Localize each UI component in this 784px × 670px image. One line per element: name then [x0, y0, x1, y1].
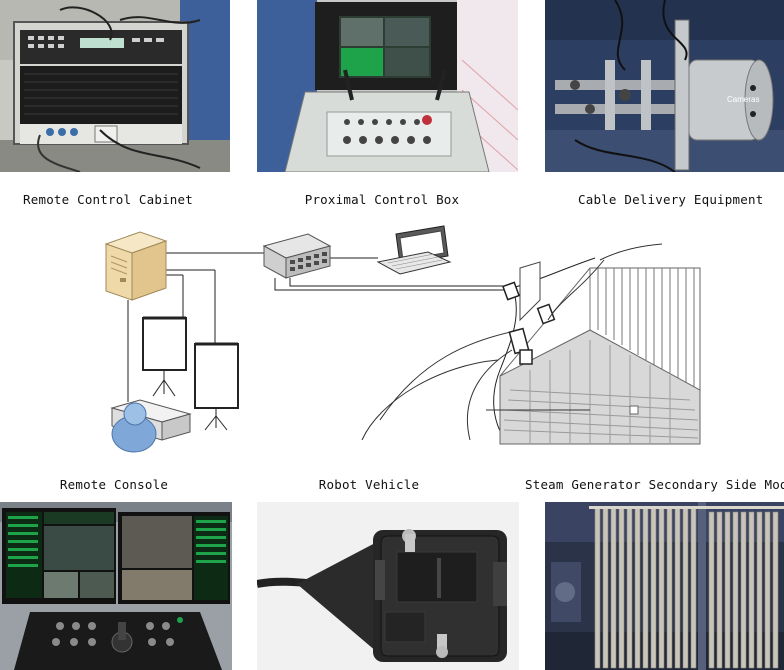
caption-remote-control-cabinet: Remote Control Cabinet [23, 192, 193, 207]
remote-control-cabinet-photo [0, 0, 230, 172]
server-tower-icon [104, 231, 168, 301]
projection-screen-left-icon [142, 316, 187, 397]
remote-console-photo [0, 502, 232, 670]
steam-generator-tube-bundle-drawing [361, 243, 701, 445]
projection-screen-right-icon [194, 342, 239, 431]
caption-proximal-control-box: Proximal Control Box [304, 192, 460, 207]
caption-cable-delivery-equipment: Cable Delivery Equipment [578, 192, 764, 207]
caption-steam-generator-secondary-side-model: Steam Generator Secondary Side Model [525, 477, 784, 492]
caption-remote-console: Remote Console [59, 477, 169, 492]
user-avatar-icon [111, 402, 157, 453]
network-switch-icon [262, 233, 332, 279]
system-connection-diagram [104, 225, 701, 453]
proximal-control-box-photo [257, 0, 518, 172]
cable-delivery-equipment-photo: Cameras [545, 0, 784, 172]
steam-generator-model-photo [545, 502, 784, 670]
robot-vehicle-photo [257, 502, 519, 670]
caption-robot-vehicle: Robot Vehicle [318, 477, 420, 492]
cameras-photo-label: Cameras [727, 95, 759, 104]
laptop-icon [376, 225, 452, 275]
